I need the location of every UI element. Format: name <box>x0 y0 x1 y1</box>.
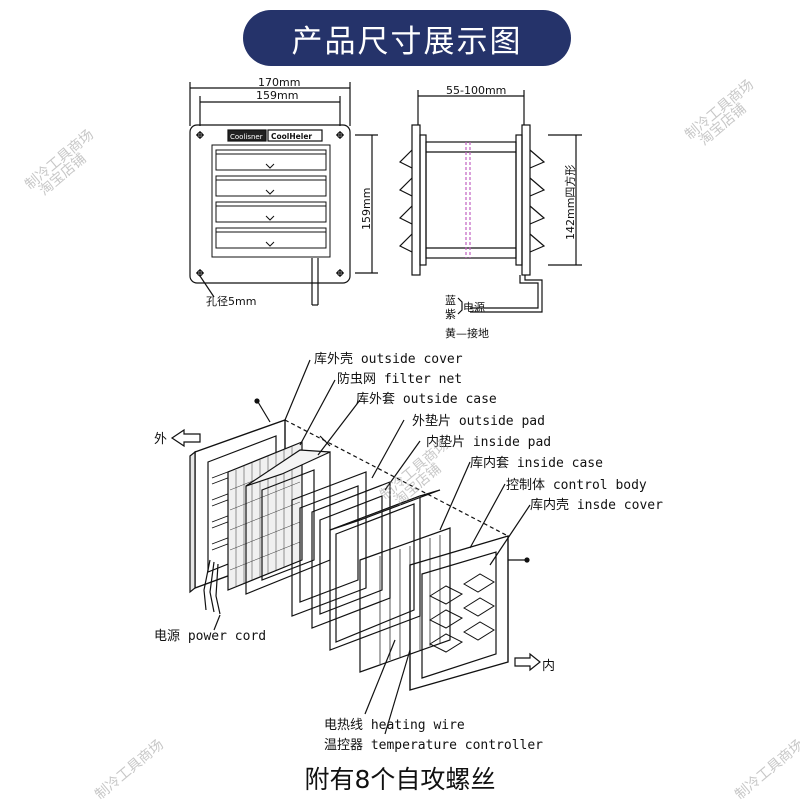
brand-left-label: Coolisner <box>230 133 263 141</box>
power-wire-label: 电源 <box>463 300 485 314</box>
heating-wire-label: 电热线 heating wire <box>324 718 465 733</box>
power-cord-label: 电源 power cord <box>154 629 266 644</box>
ground-wire-label: 黄—接地 <box>445 326 489 340</box>
dim-square: 142mm四方形 <box>563 165 577 240</box>
dim-width-outer: 170mm <box>258 76 300 89</box>
wire-purple-label: 紫 <box>445 308 456 321</box>
side-view: 55-100mm 142mm四方形 蓝 紫 电源 黄—接地 <box>398 84 582 340</box>
outside-direction-label: 外 <box>154 432 167 447</box>
dim-width-inner: 159mm <box>256 89 298 102</box>
hole-note: 孔径5mm <box>206 295 256 308</box>
part-label-outside-case: 库外套 outside case <box>356 391 497 407</box>
page-title: 产品尺寸展示图 <box>291 23 523 60</box>
temp-controller-label: 温控器 temperature controller <box>324 738 543 753</box>
title-banner: 产品尺寸展示图 <box>243 10 571 66</box>
part-label-inside-cover: 库内壳 insde cover <box>530 497 663 513</box>
outside-arrow-icon <box>170 428 201 448</box>
part-label-control-body: 控制体 control body <box>506 478 647 493</box>
part-label-inside-case: 库内套 inside case <box>470 455 603 471</box>
front-view: 170mm 159mm Coolisner CoolHeler <box>189 76 378 308</box>
wire-blue-label: 蓝 <box>445 294 456 307</box>
part-label-filter-net: 防虫网 filter net <box>337 371 462 387</box>
dim-height: 159mm <box>360 188 373 230</box>
part-label-inside-pad: 内垫片 inside pad <box>426 434 551 450</box>
inside-direction-label: 内 <box>542 658 555 674</box>
watermark-group: 制冷工具商场 淘宝店铺 制冷工具商场 淘宝店铺 制冷工具商场 淘宝店铺 制冷工具… <box>22 77 800 800</box>
brand-right-label: CoolHeler <box>271 132 312 141</box>
inside-arrow-icon <box>514 652 541 672</box>
part-label-outside-pad: 外垫片 outside pad <box>412 413 545 429</box>
exploded-view: 外 内 <box>154 351 663 753</box>
footer-note: 附有8个自攻螺丝 <box>304 765 496 794</box>
dim-depth: 55-100mm <box>446 84 506 97</box>
part-label-outside-cover: 库外壳 outside cover <box>314 351 463 367</box>
